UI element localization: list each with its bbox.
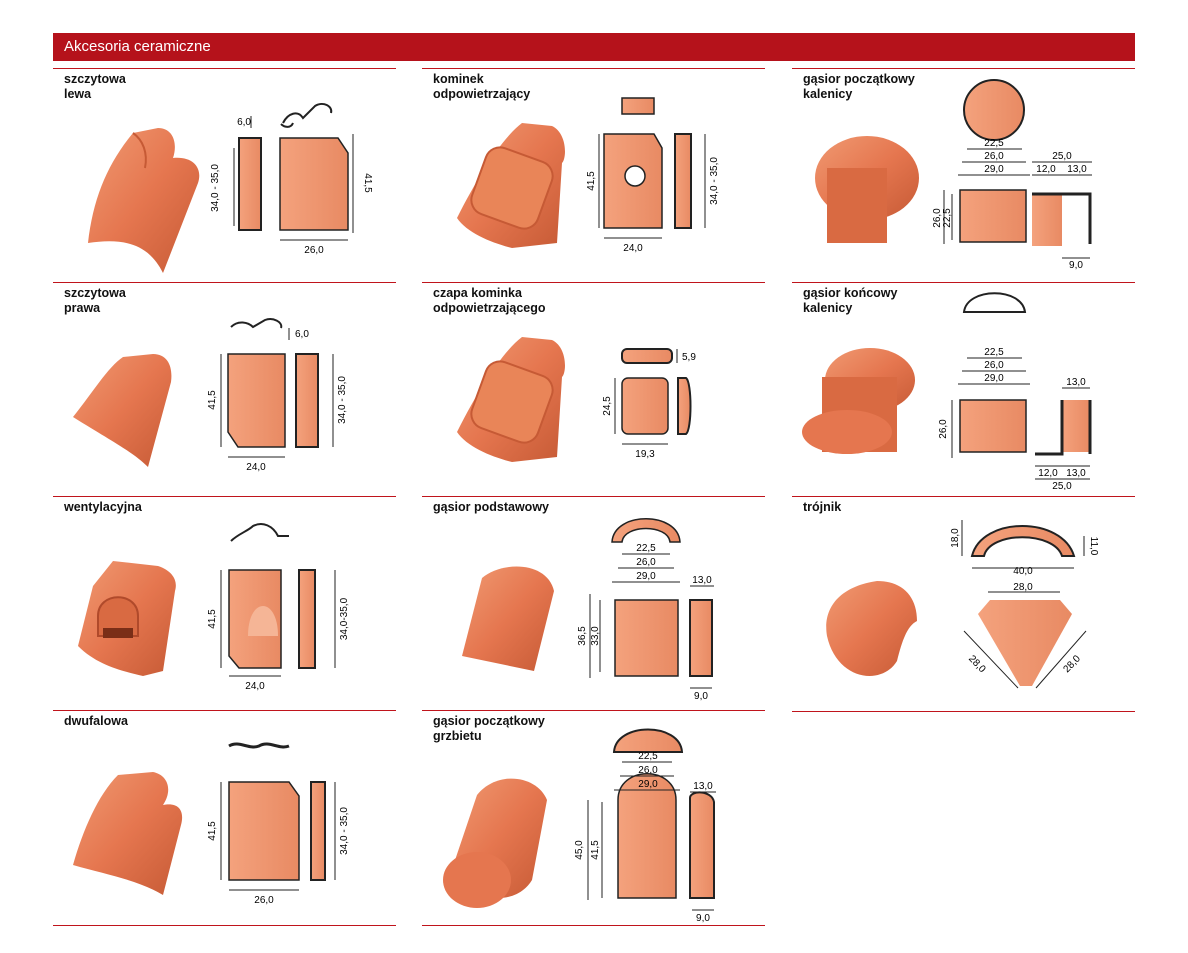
dim-h1: 26,0 <box>938 419 949 439</box>
dim-h2: 11,0 <box>1088 537 1099 556</box>
dim-w3: 29,0 <box>636 571 656 582</box>
dim-side: 34,0-35,0 <box>339 597 350 640</box>
product-gasior-poczatkowy-kalenicy: gąsior początkowy kalenicy 22,5 26,0 29,… <box>792 68 1135 276</box>
dim-h2: 22,5 <box>942 208 953 228</box>
product-trojnik: trójnik 18,0 11,0 40,0 28,0 28,0 28,0 <box>792 496 1135 712</box>
dim-width: 24,0 <box>623 243 643 254</box>
dim-side: 34,0 - 35,0 <box>339 807 350 855</box>
dim-right: 28,0 <box>1061 653 1083 675</box>
dim-s1: 25,0 <box>1052 151 1072 162</box>
product-szczytowa-prawa: szczytowa prawa 6,0 41,5 34,0 - 35,0 24,… <box>53 282 396 490</box>
dim-s3: 13,0 <box>1066 377 1086 388</box>
dim-height: 24,5 <box>602 396 613 416</box>
dim-top: 5,9 <box>682 352 696 363</box>
dim-w2: 26,0 <box>984 151 1004 162</box>
dim-side: 34,0 - 35,0 <box>337 376 348 424</box>
dim-h1: 45,0 <box>574 840 585 860</box>
dim-w1: 22,5 <box>984 347 1004 358</box>
dim-height: 41,5 <box>207 609 218 629</box>
dim-top: 6,0 <box>295 329 309 340</box>
dim-width: 26,0 <box>254 895 274 906</box>
product-title: wentylacyjna <box>64 500 142 514</box>
tile-drawing: 22,5 26,0 29,0 25,0 12,0 13,0 26,0 22,5 … <box>815 79 1092 271</box>
dim-width: 26,0 <box>304 245 324 256</box>
product-title: szczytowa prawa <box>64 286 126 315</box>
tile-drawing: 22,5 26,0 29,0 13,0 45,0 41,5 9,0 <box>443 728 716 924</box>
dim-w3: 29,0 <box>984 164 1004 175</box>
dim-width: 24,0 <box>245 681 265 692</box>
dim-h: 18,0 <box>950 528 961 548</box>
tile-drawing: 41,5 34,0-35,0 24,0 <box>78 523 350 692</box>
section-header: Akcesoria ceramiczne <box>53 33 1135 61</box>
product-dwufalowa: dwufalowa 41,5 34,0 - 35,0 26,0 <box>53 710 396 926</box>
dim-side: 34,0 - 35,0 <box>709 157 720 205</box>
dim-s3: 13,0 <box>1067 164 1087 175</box>
product-title: gąsior początkowy grzbietu <box>433 714 545 743</box>
product-title: dwufalowa <box>64 714 128 728</box>
dim-h2: 33,0 <box>590 626 601 646</box>
dim-top: 6,0 <box>237 117 251 128</box>
dim-w1: 22,5 <box>984 138 1004 149</box>
product-title: szczytowa lewa <box>64 72 126 101</box>
dim-w2: 26,0 <box>636 557 656 568</box>
dim-height: 41,5 <box>207 390 218 410</box>
product-gasior-podstawowy: gąsior podstawowy 22,5 26,0 29,0 13,0 36… <box>422 496 765 704</box>
dim-height: 41,5 <box>362 173 373 193</box>
dim-width: 19,3 <box>635 449 655 460</box>
dim-s4: 9,0 <box>696 913 710 924</box>
dim-s3b: 13,0 <box>1066 468 1086 479</box>
dim-s2: 12,0 <box>1038 468 1058 479</box>
dim-side: 34,0 - 35,0 <box>210 164 221 212</box>
product-szczytowa-lewa: szczytowa lewa 6,0 34,0 - 35,0 41,5 26,0 <box>53 68 396 276</box>
dim-w2: 26,0 <box>638 765 658 776</box>
dim-s1: 25,0 <box>1052 481 1072 490</box>
dim-top: 28,0 <box>1013 582 1033 593</box>
dim-h1: 36,5 <box>577 626 588 646</box>
dim-s4: 9,0 <box>1069 260 1083 271</box>
product-title: czapa kominka odpowietrzającego <box>433 286 546 315</box>
dim-s4: 9,0 <box>694 691 708 702</box>
tile-drawing: 18,0 11,0 40,0 28,0 28,0 28,0 <box>826 520 1099 689</box>
dim-w1: 22,5 <box>636 543 656 554</box>
product-title: gąsior podstawowy <box>433 500 549 514</box>
tile-drawing: 22,5 26,0 29,0 13,0 26,0 12,0 13,0 25,0 <box>802 292 1092 490</box>
dim-w3: 29,0 <box>638 779 658 790</box>
tile-drawing: 5,9 24,5 19,3 <box>457 337 696 462</box>
tile-drawing: 22,5 26,0 29,0 13,0 36,5 33,0 9,0 <box>462 518 714 702</box>
dim-s2: 12,0 <box>1036 164 1056 175</box>
product-czapa-kominka: czapa kominka odpowietrzającego 5,9 24,5… <box>422 282 765 490</box>
section-title: Akcesoria ceramiczne <box>64 38 211 55</box>
product-wentylacyjna: wentylacyjna 41,5 34,0-35,0 24,0 <box>53 496 396 704</box>
dim-w3: 29,0 <box>984 373 1004 384</box>
product-title: kominek odpowietrzający <box>433 72 531 101</box>
tile-drawing: 41,5 34,0 - 35,0 24,0 <box>457 97 720 254</box>
dim-w2: 26,0 <box>984 360 1004 371</box>
dim-h2: 41,5 <box>590 840 601 860</box>
dim-s3: 13,0 <box>692 575 712 586</box>
product-title: gąsior początkowy kalenicy <box>803 72 915 101</box>
dim-left: 28,0 <box>966 653 988 675</box>
dim-w: 40,0 <box>1013 566 1033 577</box>
dim-height: 41,5 <box>207 821 218 841</box>
product-kominek-odpowietrzajacy: kominek odpowietrzający 41,5 34,0 - 35,0… <box>422 68 765 276</box>
product-title: trójnik <box>803 500 842 514</box>
product-gasior-poczatkowy-grzbietu: gąsior początkowy grzbietu 22,5 26,0 29,… <box>422 710 765 926</box>
tile-drawing: 6,0 41,5 34,0 - 35,0 24,0 <box>73 318 348 473</box>
tile-drawing: 41,5 34,0 - 35,0 26,0 <box>73 742 350 906</box>
dim-width: 24,0 <box>246 462 266 473</box>
dim-w1: 22,5 <box>638 751 658 762</box>
product-gasior-koncowy-kalenicy: gąsior końcowy kalenicy 22,5 26,0 29,0 1… <box>792 282 1135 490</box>
dim-h1: 26,0 <box>932 208 943 228</box>
tile-drawing: 6,0 34,0 - 35,0 41,5 26,0 <box>88 103 373 273</box>
product-title: gąsior końcowy kalenicy <box>803 286 898 315</box>
dim-height: 41,5 <box>586 171 597 191</box>
dim-s3: 13,0 <box>693 781 713 792</box>
